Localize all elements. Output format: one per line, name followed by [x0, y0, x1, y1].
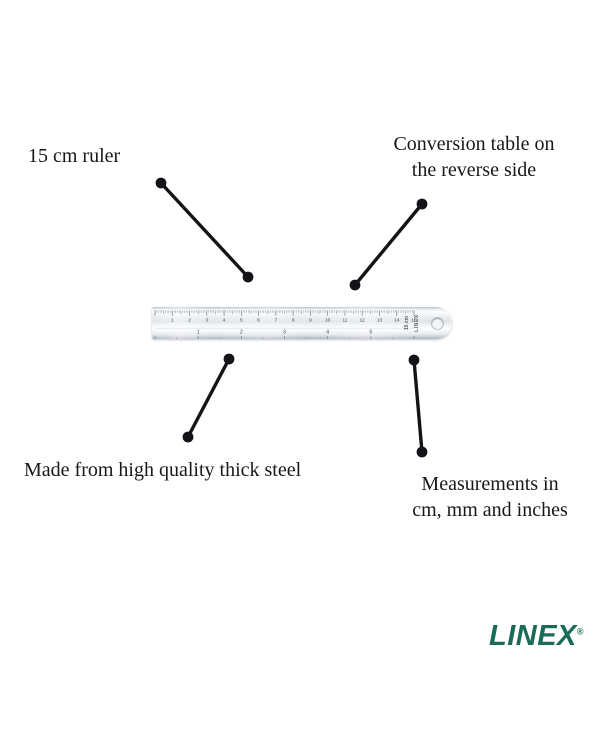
svg-text:11: 11 [342, 317, 347, 322]
ruler-size-marking: 15 cm [403, 315, 410, 331]
leader-line-measurement-units [408, 354, 428, 458]
leader-line-conversion-table [349, 198, 428, 291]
svg-text:2: 2 [240, 330, 243, 336]
svg-text:1: 1 [171, 317, 174, 322]
svg-text:4: 4 [223, 317, 226, 322]
svg-text:15: 15 [411, 317, 417, 322]
linex-logo-text: LINEX [489, 620, 577, 652]
svg-text:4: 4 [326, 330, 329, 336]
svg-text:3: 3 [205, 317, 208, 322]
ruler-hanging-hole [432, 317, 443, 329]
svg-text:9: 9 [309, 317, 312, 322]
callout-label-material: Made from high quality thick steel [24, 459, 302, 481]
callout-label-measurement-units: Measurements in cm, mm and inches [412, 473, 568, 521]
svg-text:6: 6 [257, 317, 260, 322]
svg-text:14: 14 [394, 317, 400, 322]
svg-text:13: 13 [377, 317, 383, 322]
callout-label-ruler-length: 15 cm ruler [28, 145, 121, 167]
svg-text:2: 2 [188, 317, 191, 322]
svg-text:3: 3 [283, 330, 286, 336]
svg-text:5: 5 [240, 317, 243, 322]
svg-text:10: 10 [325, 317, 331, 322]
svg-text:1: 1 [197, 330, 200, 336]
ruler-brand-text: LINEX [414, 314, 421, 332]
callout-label-conversion-table: Conversion table on the reverse side [393, 133, 555, 181]
svg-text:7: 7 [275, 317, 278, 322]
svg-text:12: 12 [360, 317, 366, 322]
svg-text:5: 5 [369, 330, 372, 336]
svg-text:8: 8 [292, 317, 295, 322]
linex-logo: LINEX® [489, 620, 584, 653]
registered-trademark-icon: ® [576, 626, 584, 637]
leader-line-ruler-length [155, 177, 254, 283]
leader-line-material [182, 353, 235, 443]
